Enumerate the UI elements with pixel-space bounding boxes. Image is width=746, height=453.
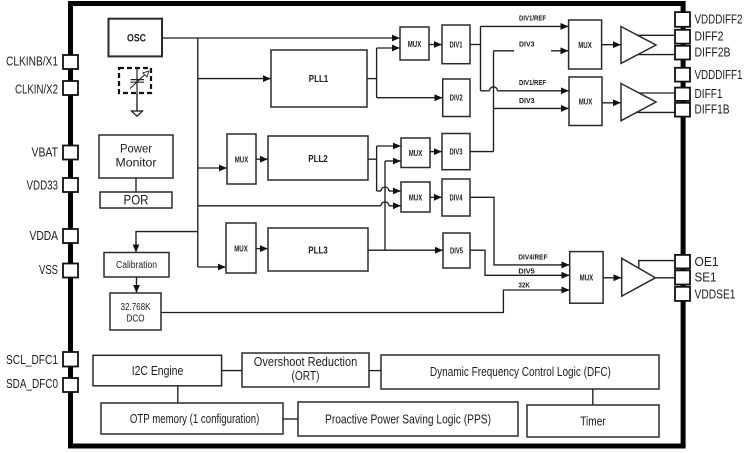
svg-text:Dynamic Frequency Control Logi: Dynamic Frequency Control Logic (DFC) <box>430 365 611 379</box>
svg-text:MUX: MUX <box>409 194 423 203</box>
svg-text:VDDA: VDDA <box>30 228 59 243</box>
svg-text:PLL1: PLL1 <box>309 74 329 85</box>
svg-text:VSS: VSS <box>39 262 58 277</box>
svg-text:VDDDIFF1: VDDDIFF1 <box>695 67 743 82</box>
svg-text:DIFF1: DIFF1 <box>695 86 723 101</box>
svg-text:POR: POR <box>124 192 149 208</box>
svg-text:I2C Engine: I2C Engine <box>132 364 184 378</box>
svg-text:DIV5: DIV5 <box>450 247 463 256</box>
svg-text:DIFF2B: DIFF2B <box>695 45 731 60</box>
svg-text:DIV1/REF: DIV1/REF <box>519 78 546 87</box>
svg-text:DIFF2: DIFF2 <box>695 29 724 44</box>
svg-text:VDDDIFF2: VDDDIFF2 <box>695 11 743 26</box>
svg-text:DIV2: DIV2 <box>450 94 463 103</box>
svg-text:DIV3: DIV3 <box>450 148 463 157</box>
svg-text:OTP memory (1 configuration): OTP memory (1 configuration) <box>130 412 259 426</box>
svg-text:MUX: MUX <box>409 149 423 158</box>
svg-text:VBAT: VBAT <box>32 144 59 159</box>
svg-text:DIV1/REF: DIV1/REF <box>519 14 546 23</box>
svg-text:VDD33: VDD33 <box>27 177 59 192</box>
svg-text:Overshoot Reduction: Overshoot Reduction <box>254 355 357 369</box>
svg-text:DIV4: DIV4 <box>450 194 463 203</box>
svg-text:OSC: OSC <box>127 33 146 45</box>
svg-text:DIFF1B: DIFF1B <box>695 102 730 117</box>
svg-text:MUX: MUX <box>578 41 592 50</box>
svg-text:DCO: DCO <box>127 314 145 325</box>
svg-text:MUX: MUX <box>408 40 422 49</box>
svg-text:MUX: MUX <box>580 274 594 283</box>
svg-text:Proactive Power Saving Logic (: Proactive Power Saving Logic (PPS) <box>325 413 491 427</box>
svg-text:32K: 32K <box>518 281 530 290</box>
svg-text:32.768K: 32.768K <box>121 302 151 313</box>
svg-text:Monitor: Monitor <box>116 158 157 170</box>
svg-text:MUX: MUX <box>579 98 593 107</box>
svg-text:DIV3: DIV3 <box>519 39 535 48</box>
svg-text:PLL2: PLL2 <box>308 154 328 165</box>
svg-text:Timer: Timer <box>580 415 606 429</box>
svg-text:Calibration: Calibration <box>116 260 157 271</box>
svg-text:Power: Power <box>120 144 152 156</box>
svg-text:DIV1: DIV1 <box>450 41 463 50</box>
svg-text:DIV4/REF: DIV4/REF <box>518 253 547 262</box>
svg-text:DIV3: DIV3 <box>519 96 535 105</box>
svg-text:CLKINB/X1: CLKINB/X1 <box>6 53 58 68</box>
svg-text:PLL3: PLL3 <box>308 246 328 257</box>
svg-text:SDA_DFC0: SDA_DFC0 <box>6 376 58 391</box>
svg-text:SCL_DFC1: SCL_DFC1 <box>6 352 58 367</box>
svg-text:(ORT): (ORT) <box>292 369 320 383</box>
svg-text:DIV5: DIV5 <box>518 267 534 276</box>
svg-text:SE1: SE1 <box>695 270 717 285</box>
svg-text:VDDSE1: VDDSE1 <box>695 287 736 302</box>
svg-text:MUX: MUX <box>234 245 248 254</box>
svg-text:OE1: OE1 <box>695 254 719 269</box>
svg-text:CLKIN/X2: CLKIN/X2 <box>15 81 58 96</box>
svg-text:MUX: MUX <box>235 156 249 165</box>
